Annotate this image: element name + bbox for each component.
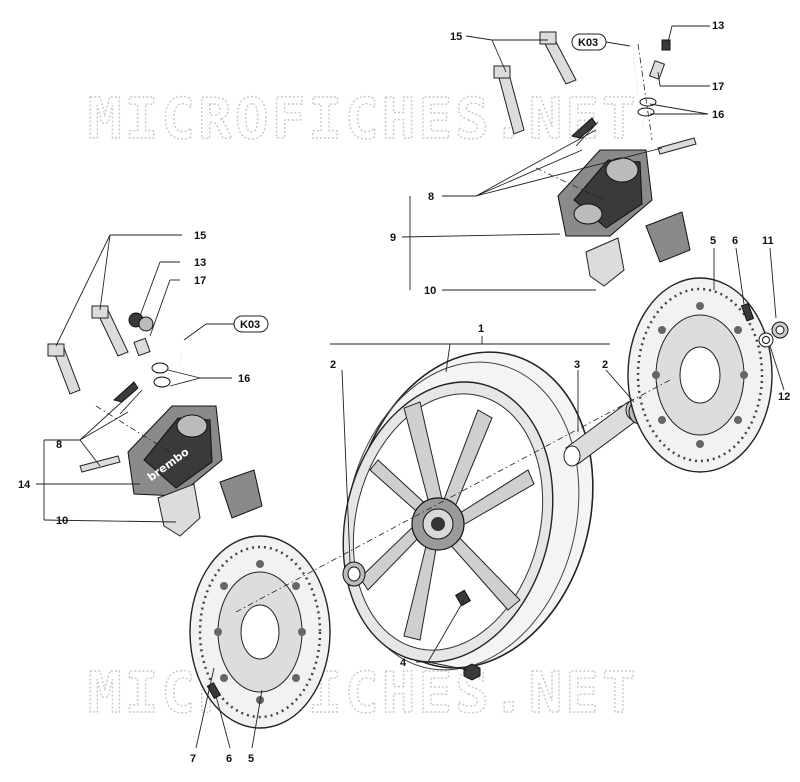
callout-17-left: 17 — [194, 275, 206, 287]
callout-7: 7 — [190, 753, 196, 765]
callout-8-top: 8 — [428, 191, 434, 203]
disc-bolt-right — [740, 302, 755, 322]
callout-14: 14 — [18, 479, 31, 491]
callout-12: 12 — [778, 391, 790, 403]
leader-lines — [36, 25, 785, 749]
callout-15-left: 15 — [194, 230, 206, 242]
caliper-top — [557, 149, 653, 237]
watermark-bottom: MICROFICHES.NET — [88, 661, 639, 726]
callout-8-left: 8 — [56, 439, 62, 451]
svg-text:K03: K03 — [240, 319, 260, 331]
brake-line-top — [631, 39, 671, 129]
reference-k03-top: K03 — [571, 33, 607, 51]
callout-1: 1 — [478, 323, 484, 335]
brake-pads-left — [157, 469, 263, 537]
callout-2-left: 2 — [330, 359, 336, 371]
callout-13-top: 13 — [712, 20, 724, 32]
pad-pin-left — [112, 381, 143, 415]
caliper-bolts-left — [47, 305, 129, 473]
callout-10-top: 10 — [424, 285, 436, 297]
brake-disc-left — [189, 535, 331, 729]
wheel-rim — [342, 351, 594, 671]
valve-nut — [463, 663, 481, 681]
reference-k03-left: K03 — [233, 315, 269, 333]
callout-10-left: 10 — [56, 515, 68, 527]
washer-right — [758, 332, 774, 348]
caliper-left: brembo — [127, 405, 223, 497]
callout-13-left: 13 — [194, 257, 206, 269]
callout-5-left: 5 — [248, 753, 254, 765]
callout-3: 3 — [574, 359, 580, 371]
svg-text:K03: K03 — [578, 37, 598, 49]
callout-11: 11 — [762, 235, 774, 247]
callout-4: 4 — [400, 657, 407, 669]
callout-6-right: 6 — [732, 235, 738, 247]
callout-16-left: 16 — [238, 373, 250, 385]
callout-16-top: 16 — [712, 109, 724, 121]
pad-pin-top — [570, 117, 599, 147]
nut-right — [771, 321, 789, 339]
callout-6-left: 6 — [226, 753, 232, 765]
callout-15-top: 15 — [450, 31, 462, 43]
watermark-top: MICROFICHES.NET — [88, 87, 639, 152]
callout-9: 9 — [390, 232, 396, 244]
brake-line-left — [128, 300, 183, 388]
caliper-bolts-top — [493, 31, 697, 155]
brake-pads-top — [585, 211, 691, 287]
callout-17-top: 17 — [712, 81, 724, 93]
callout-2-right: 2 — [602, 359, 608, 371]
brake-disc-right — [627, 277, 773, 473]
assembly-axes — [95, 43, 671, 613]
bearing-left — [342, 561, 366, 587]
callout-5-right: 5 — [710, 235, 716, 247]
callout-labels: 15 13 17 16 8 9 10 15 13 17 16 8 14 10 1… — [18, 20, 790, 765]
